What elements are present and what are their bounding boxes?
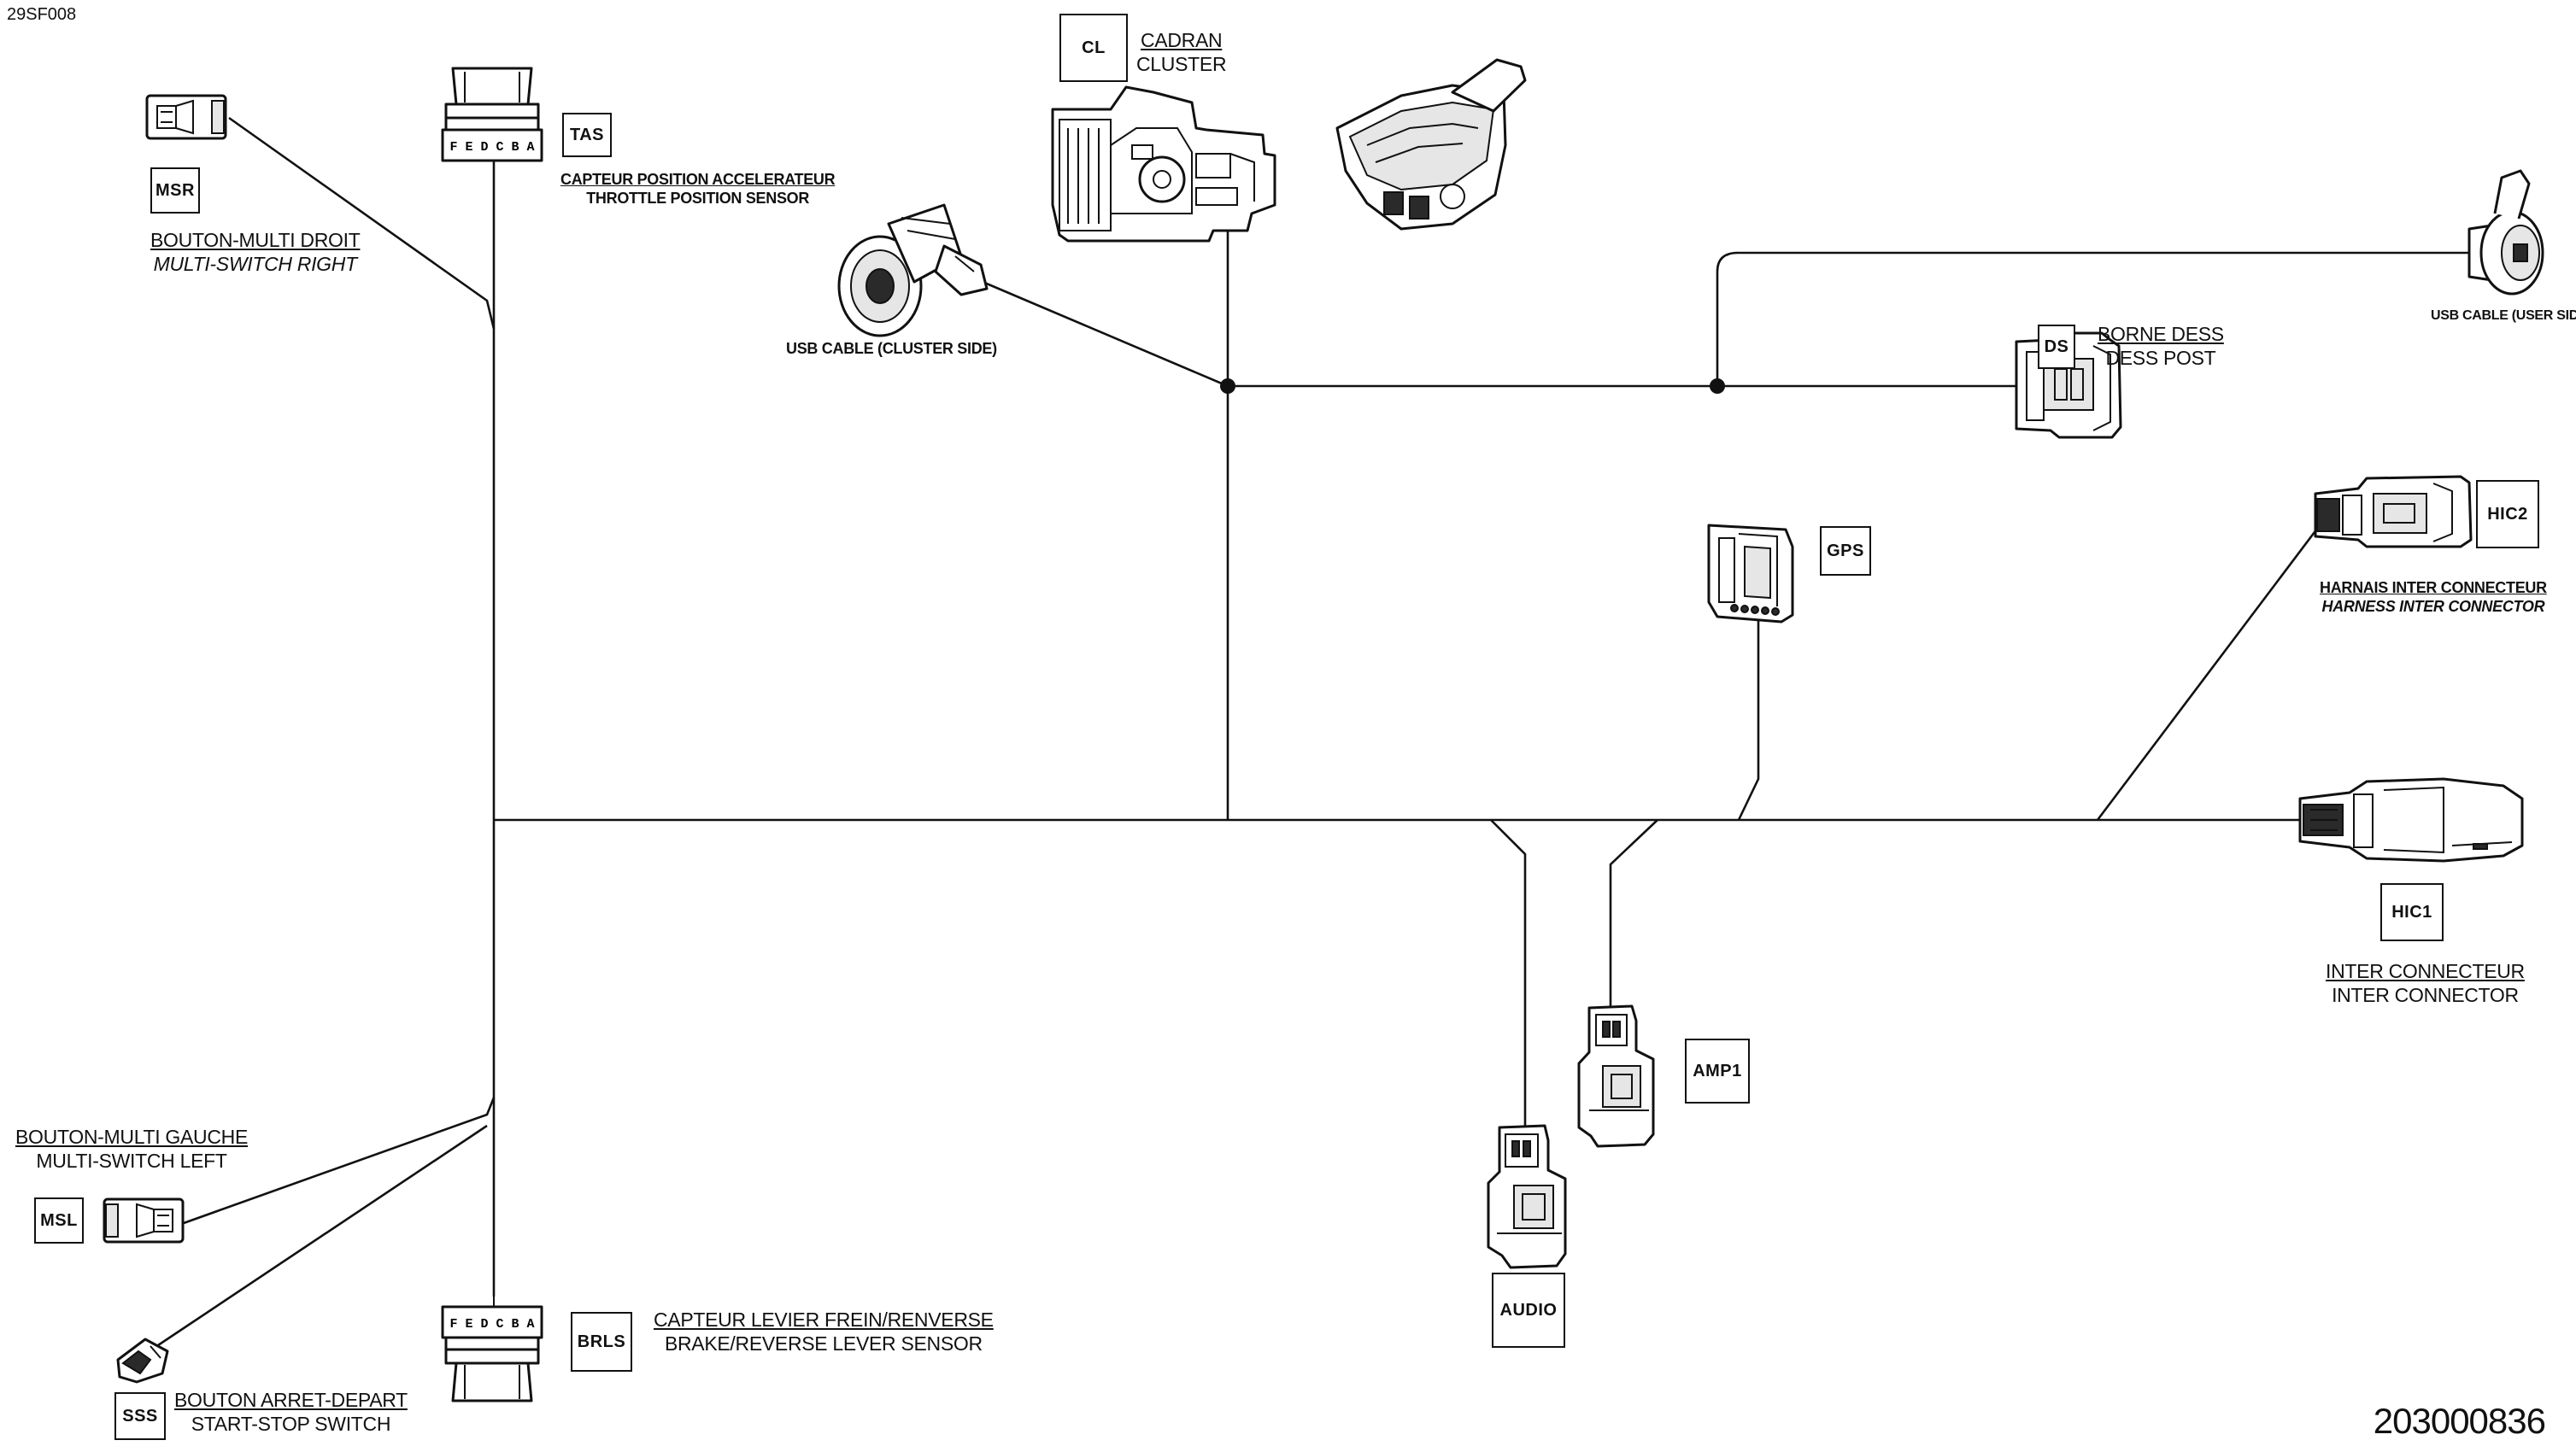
msl-label-en: MULTI-SWITCH LEFT <box>36 1149 227 1172</box>
amp1-branch-wire <box>1609 819 1658 1008</box>
sss-code-box: SSS <box>114 1392 166 1440</box>
tas-code-box: TAS <box>562 113 612 157</box>
msr-label-fr: BOUTON-MULTI DROIT <box>150 229 361 251</box>
audio-connector-drawing <box>1487 1124 1567 1269</box>
hic2-branch-wire <box>2096 524 2321 821</box>
hic2-label-en: HARNESS INTER CONNECTOR <box>2321 597 2545 615</box>
sss-label-fr: BOUTON ARRET-DEPART <box>174 1389 408 1411</box>
hic1-connector-drawing <box>2298 777 2524 863</box>
svg-text:F E D C B A: F E D C B A <box>449 1317 534 1332</box>
cluster-mating-connector-drawing <box>1335 58 1527 231</box>
hic2-label: HARNAIS INTER CONNECTEUR HARNESS INTER C… <box>2320 579 2547 616</box>
amp1-connector-drawing <box>1577 1004 1655 1148</box>
msl-label: BOUTON-MULTI GAUCHE MULTI-SWITCH LEFT <box>15 1126 248 1173</box>
gps-code-box: GPS <box>1820 526 1871 576</box>
cl-label-en: CLUSTER <box>1136 52 1227 75</box>
cl-code-box: CL <box>1059 14 1128 82</box>
brls-label-fr: CAPTEUR LEVIER FREIN/RENVERSE <box>654 1309 994 1331</box>
msl-connector-drawing <box>103 1197 185 1244</box>
msr-connector-drawing <box>145 94 227 140</box>
tas-label-en: THROTTLE POSITION SENSOR <box>586 189 810 207</box>
sss-branch-wire <box>157 1124 488 1347</box>
cl-label: CADRAN CLUSTER <box>1136 29 1227 76</box>
audio-branch-wire <box>1490 819 1527 1127</box>
msl-branch-wire <box>183 1097 496 1225</box>
audio-code-box: AUDIO <box>1492 1273 1565 1348</box>
sss-label: BOUTON ARRET-DEPART START-STOP SWITCH <box>174 1389 408 1436</box>
gps-connector-drawing <box>1707 524 1794 624</box>
usb-user-branch-wire <box>1716 251 2478 386</box>
gps-branch-wire <box>1737 619 1760 821</box>
harness-wires <box>157 116 2478 1347</box>
ds-label: BORNE DESS DESS POST <box>2098 323 2224 370</box>
hic2-code-box: HIC2 <box>2476 480 2539 548</box>
msr-branch-wire <box>228 116 496 330</box>
amp1-code-box: AMP1 <box>1685 1039 1750 1104</box>
usb-cluster-label: USB CABLE (CLUSTER SIDE) <box>786 340 997 359</box>
cl-label-fr: CADRAN <box>1140 29 1223 51</box>
brls-connector-drawing: F E D C B A <box>441 1297 543 1402</box>
msl-label-fr: BOUTON-MULTI GAUCHE <box>15 1126 249 1148</box>
hic2-label-fr: HARNAIS INTER CONNECTEUR <box>2320 579 2547 596</box>
tas-label-fr: CAPTEUR POSITION ACCELERATEUR <box>560 171 836 188</box>
msr-label: BOUTON-MULTI DROIT MULTI-SWITCH RIGHT <box>150 229 361 276</box>
junction-dot <box>1220 378 1235 394</box>
hic1-code-box: HIC1 <box>2380 883 2444 941</box>
brls-code-box: BRLS <box>571 1312 632 1372</box>
cluster-connector-drawing <box>1051 85 1276 243</box>
usb-cluster-label-text: USB CABLE (CLUSTER SIDE) <box>786 340 997 357</box>
brls-label-en: BRAKE/REVERSE LEVER SENSOR <box>664 1332 983 1355</box>
junction-dot <box>1710 378 1725 394</box>
ds-code-box: DS <box>2038 325 2075 369</box>
ds-label-en: DESS POST <box>2105 346 2216 369</box>
brls-label: CAPTEUR LEVIER FREIN/RENVERSE BRAKE/REVE… <box>654 1309 994 1355</box>
sss-label-en: START-STOP SWITCH <box>191 1412 391 1435</box>
hic2-connector-drawing <box>2314 475 2473 548</box>
sheet-code: 29SF008 <box>7 5 77 24</box>
hic1-label-fr: INTER CONNECTEUR <box>2326 960 2525 982</box>
msr-code-box: MSR <box>150 167 200 214</box>
usb-user-label: USB CABLE (USER SIDE) <box>2431 307 2576 324</box>
usb-cluster-branch-wire <box>982 280 1229 388</box>
msl-code-box: MSL <box>34 1197 84 1244</box>
msr-label-en: MULTI-SWITCH RIGHT <box>153 252 358 275</box>
hic1-label-en: INTER CONNECTOR <box>2332 983 2519 1006</box>
usb-user-label-text: USB CABLE (USER SIDE) <box>2431 308 2576 323</box>
sss-connector-drawing <box>116 1338 169 1384</box>
usb-user-connector-drawing <box>2467 169 2544 296</box>
part-number: 203000836 <box>2373 1401 2546 1441</box>
svg-text:F E D C B A: F E D C B A <box>449 140 534 155</box>
tas-label: CAPTEUR POSITION ACCELERATEUR THROTTLE P… <box>560 171 836 208</box>
ds-label-fr: BORNE DESS <box>2098 323 2224 345</box>
usb-cluster-connector-drawing <box>837 203 989 337</box>
hic1-label: INTER CONNECTEUR INTER CONNECTOR <box>2326 960 2525 1007</box>
tas-connector-drawing: F E D C B A <box>441 67 543 171</box>
